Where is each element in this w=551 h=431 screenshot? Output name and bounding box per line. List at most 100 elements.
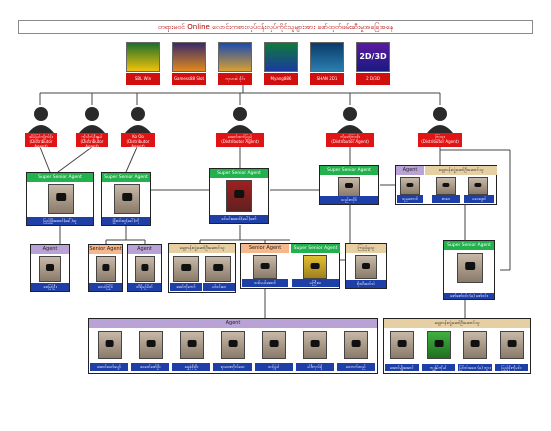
card-header: Super Senior Agent bbox=[320, 166, 378, 175]
person-photo bbox=[355, 255, 377, 279]
person-photo bbox=[468, 177, 488, 195]
super-senior-card-4: Super Senior Agent သည်စာဝိုင် bbox=[319, 165, 379, 205]
person-name: ကျွန်ုပ်ကိုယ် bbox=[421, 364, 455, 371]
super-senior-card-3: Super Senior Agent ခင်မင်းအောင်(ခေါ်)ဇော… bbox=[209, 168, 269, 224]
app-logo bbox=[264, 42, 298, 72]
person-name: အောင်သော်ပျော် bbox=[90, 363, 129, 371]
person-photo bbox=[338, 177, 360, 197]
card-header: Super Senior Agent bbox=[102, 173, 150, 182]
person-photo bbox=[303, 331, 328, 359]
person-photo bbox=[97, 331, 122, 359]
agent-card-left-2: Agent သီရိမဉ်မိတ် bbox=[127, 244, 162, 292]
card-header: Agent bbox=[89, 319, 377, 328]
person-photo bbox=[463, 331, 488, 359]
person-photo bbox=[138, 331, 163, 359]
mid-senior-group: Senior Agent Super Senior Agent သစ်ပယ်အေ… bbox=[240, 243, 340, 289]
person-photo bbox=[179, 331, 204, 359]
super-senior-card-1: Super Senior Agent ပြည့်ဖြိုးအောင်(ခေါ်)… bbox=[26, 172, 94, 226]
card-header: Senior Agent bbox=[89, 245, 122, 254]
distributor-3: Ko Oo(Distributor Agent) bbox=[121, 105, 155, 149]
bottom-agents-group: Agent အောင်သော်ပျော်ဝေခတ်ဇော်ဦးရွှေခုံစိ… bbox=[88, 318, 378, 374]
card-header: ရှေ့တန်းလှုံ့ဆော်ဦးဆောင်သူ bbox=[169, 244, 235, 253]
agent-card-left: Agent ဇေမြင့်ဦး bbox=[30, 244, 70, 292]
person-photo bbox=[499, 331, 524, 359]
person-name: သင့်ပွဲဝါ bbox=[254, 363, 293, 371]
card-header: ရှေ့တန်းလှုံ့ဆော်ဦးဆောင်သူ bbox=[384, 319, 530, 328]
senior-card-left: Senior Agent ဝေယံကြိုင် bbox=[88, 244, 123, 292]
person-name: ပြည့်ဖြိုးအောင်(ခေါ်)သူ bbox=[27, 217, 93, 225]
person-silhouette-icon bbox=[227, 107, 253, 133]
person-name: ဖြိုးဝင်းသူ(ခေါ်)ကို bbox=[102, 217, 150, 225]
page-title: တရားမဝင် Online လောင်းကစားလုပ်ငန်းလုပ်ကိ… bbox=[18, 20, 533, 34]
person-name: ဝေခတ်ဇော်ဦး bbox=[131, 363, 170, 371]
senior-header: Senior Agent bbox=[241, 244, 289, 253]
top-right-group: Agent ရှေ့တန်းလှုံ့ဆော်ဦးဆောင်သူ သူမှတော… bbox=[395, 165, 497, 205]
person-name: မကြီးသ bbox=[292, 279, 339, 287]
person-photo bbox=[400, 177, 420, 195]
person-silhouette-icon bbox=[125, 107, 151, 133]
person-name: အောင်မျိုးအောင် bbox=[385, 364, 419, 371]
person-photo bbox=[253, 255, 277, 279]
person-photo bbox=[96, 256, 116, 282]
app-label: Myang886 bbox=[264, 73, 298, 85]
agent-header: Agent bbox=[396, 166, 424, 175]
person-photo bbox=[173, 256, 199, 282]
app-tile-2d3d: 2D/3D 2 D/3D bbox=[356, 42, 390, 86]
app-tile-sbl: SBL Win bbox=[126, 42, 160, 86]
person-photo bbox=[221, 331, 245, 359]
distributor-label: ကိုလိုက်ဦးနွယ်(Distributor Agent) bbox=[76, 133, 108, 149]
person-photo bbox=[205, 256, 231, 282]
person-name: သီရိမဉ်မိတ် bbox=[128, 283, 161, 291]
group-card-left: ရှေ့တန်းလှုံ့ဆော်ဦးဆောင်သူ အော်ကိုကော် ပ… bbox=[168, 243, 236, 293]
person-name: ရွှေခုံစိုးဦး bbox=[172, 363, 211, 371]
person-name: သည်စာဝိုင် bbox=[320, 196, 378, 204]
card-header: Super Senior Agent bbox=[27, 173, 93, 182]
person-name: အော်ကိုကော် bbox=[170, 283, 202, 291]
group-header: ရှေ့တန်းလှုံ့ဆော်ဦးဆောင်သူ bbox=[425, 166, 497, 175]
person-name: ရာမာဏဂိုလ်ဖေး bbox=[213, 363, 252, 371]
distributor-1: အိပ်မြင်ကျိုက်ဖိုး(Distributor Agent) bbox=[25, 105, 57, 149]
person-name: ဇေမြင့်ဦး bbox=[31, 283, 69, 291]
person-silhouette-icon bbox=[79, 107, 105, 133]
person-silhouette-icon bbox=[28, 107, 54, 133]
person-name: စိုးသီးခတ်ဘဲ bbox=[346, 280, 386, 288]
person-photo bbox=[426, 331, 451, 359]
person-name: သစ်ပယ်အောင် bbox=[242, 279, 288, 287]
card-header: Agent bbox=[128, 245, 161, 254]
super-senior-card-5: Super Senior Agent ဇော်ဇော်ဝင်း (ခ) ဇော်… bbox=[443, 240, 495, 300]
app-tile-card: ကုလားဖဲ ဝိုင်း bbox=[218, 42, 252, 86]
app-logo bbox=[218, 42, 252, 72]
person-name: ခင်မင်းအောင်(ခေါ်)ဇော် bbox=[210, 215, 268, 223]
person-name: ဇာဝေ bbox=[432, 195, 460, 203]
app-tile-games: Gamess88 Slot bbox=[172, 42, 206, 86]
app-tile-shan: SHAN 2D1 bbox=[310, 42, 344, 86]
person-photo bbox=[135, 256, 155, 282]
app-tile-myang: Myang886 bbox=[264, 42, 298, 86]
person-photo bbox=[114, 184, 140, 214]
card-header: ကြည့်ရှုသူ bbox=[346, 244, 386, 253]
person-photo bbox=[226, 180, 252, 212]
person-silhouette-icon bbox=[337, 107, 363, 133]
person-silhouette-icon bbox=[427, 107, 453, 133]
app-logo bbox=[126, 42, 160, 72]
app-label: 2 D/3D bbox=[356, 73, 390, 85]
card-header: Agent bbox=[31, 245, 69, 254]
person-name: ပါဒီကုလ်ရှိ bbox=[295, 363, 334, 371]
distributor-label: အောင်ထက်ပြည့်(Distributor Agent) bbox=[216, 133, 264, 147]
distributor-2: ကိုလိုက်ဦးနွယ်(Distributor Agent) bbox=[76, 105, 108, 149]
distributor-4: အောင်ထက်ပြည့်(Distributor Agent) bbox=[216, 105, 264, 147]
person-name: ပြင်ဘဲအဖေ (ခ) ဘွား bbox=[458, 364, 492, 371]
person-name: ဝေဘက်ထည် bbox=[336, 363, 375, 371]
person-photo bbox=[262, 331, 287, 359]
person-photo bbox=[48, 184, 74, 214]
app-label: ကုလားဖဲ ဝိုင်း bbox=[218, 73, 252, 85]
coordinator-card: ကြည့်ရှုသူ စိုးသီးခတ်ဘဲ bbox=[345, 243, 387, 289]
person-photo bbox=[457, 253, 483, 283]
person-photo bbox=[436, 177, 456, 195]
person-photo bbox=[303, 255, 327, 279]
app-logo bbox=[310, 42, 344, 72]
app-logo bbox=[172, 42, 206, 72]
app-label: SBL Win bbox=[126, 73, 160, 85]
person-name: ပဝေဒွေဝါ bbox=[464, 195, 494, 203]
